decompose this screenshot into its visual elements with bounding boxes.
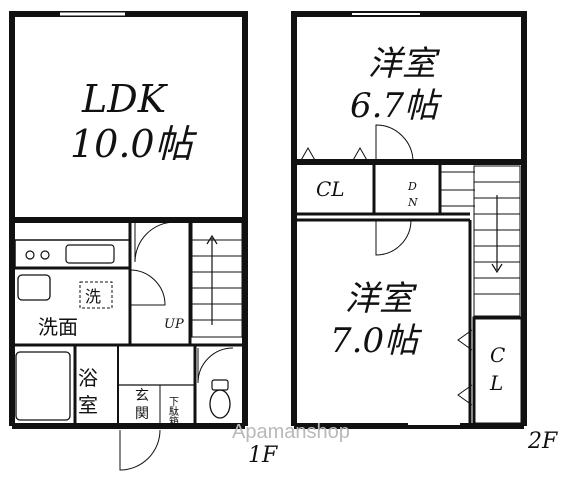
stairs-2f [473, 165, 521, 317]
entrance-label-1: 玄 [135, 387, 149, 404]
washer-space [79, 281, 113, 309]
closet-1 [292, 160, 376, 216]
bath-label-2: 室 [78, 393, 98, 417]
wash-basin [17, 274, 51, 301]
floor-2-plan [291, 11, 527, 429]
stove-burner-1 [25, 250, 35, 260]
door-room-6-7 [375, 124, 414, 163]
shoebox-label: 下駄箱 [167, 396, 179, 427]
floor-2-name: 2F [527, 429, 558, 454]
room-6-7-label: 洋室 [368, 44, 441, 84]
closet-2 [472, 316, 524, 426]
closet-door-1 [299, 146, 369, 163]
stairs-down-d: D [407, 180, 417, 193]
sink [65, 244, 115, 264]
closet-door-2 [457, 329, 473, 406]
door-washroom [129, 269, 166, 306]
stairs-arrow-icon [206, 234, 218, 325]
stairs-down-arrow-icon [491, 195, 503, 274]
door-toilet [197, 347, 234, 384]
closet-2-l: L [489, 371, 503, 395]
kitchen-counter [14, 239, 131, 269]
closet-1-label: CL [316, 177, 345, 201]
closet-2-c: C [490, 343, 505, 367]
stairs-up-label: UP [164, 317, 184, 332]
bathtub [15, 351, 71, 421]
washer-label: 洗 [85, 287, 101, 306]
toilet [209, 389, 231, 419]
door-room-7-0 [375, 219, 412, 256]
washroom-label: 洗面 [38, 315, 78, 339]
ldk-size: 10.0帖 [70, 122, 198, 166]
stairs-1f [191, 221, 243, 338]
stairs-down-n: N [407, 196, 418, 209]
door-ldk [134, 221, 176, 263]
floor-1-name: 1F [248, 443, 278, 468]
room-6-7-size: 6.7帖 [350, 86, 443, 126]
floor-1-plan [9, 11, 248, 471]
door-entrance [119, 429, 161, 471]
watermark: Apamanshop [232, 421, 350, 443]
room-7-0-label: 洋室 [345, 279, 418, 319]
stove-burner-2 [40, 250, 50, 260]
bath-label-1: 浴 [78, 366, 98, 390]
room-7-0-size: 7.0帖 [330, 321, 423, 361]
entrance-label-2: 関 [135, 406, 149, 422]
ldk-label: LDK [81, 77, 169, 121]
